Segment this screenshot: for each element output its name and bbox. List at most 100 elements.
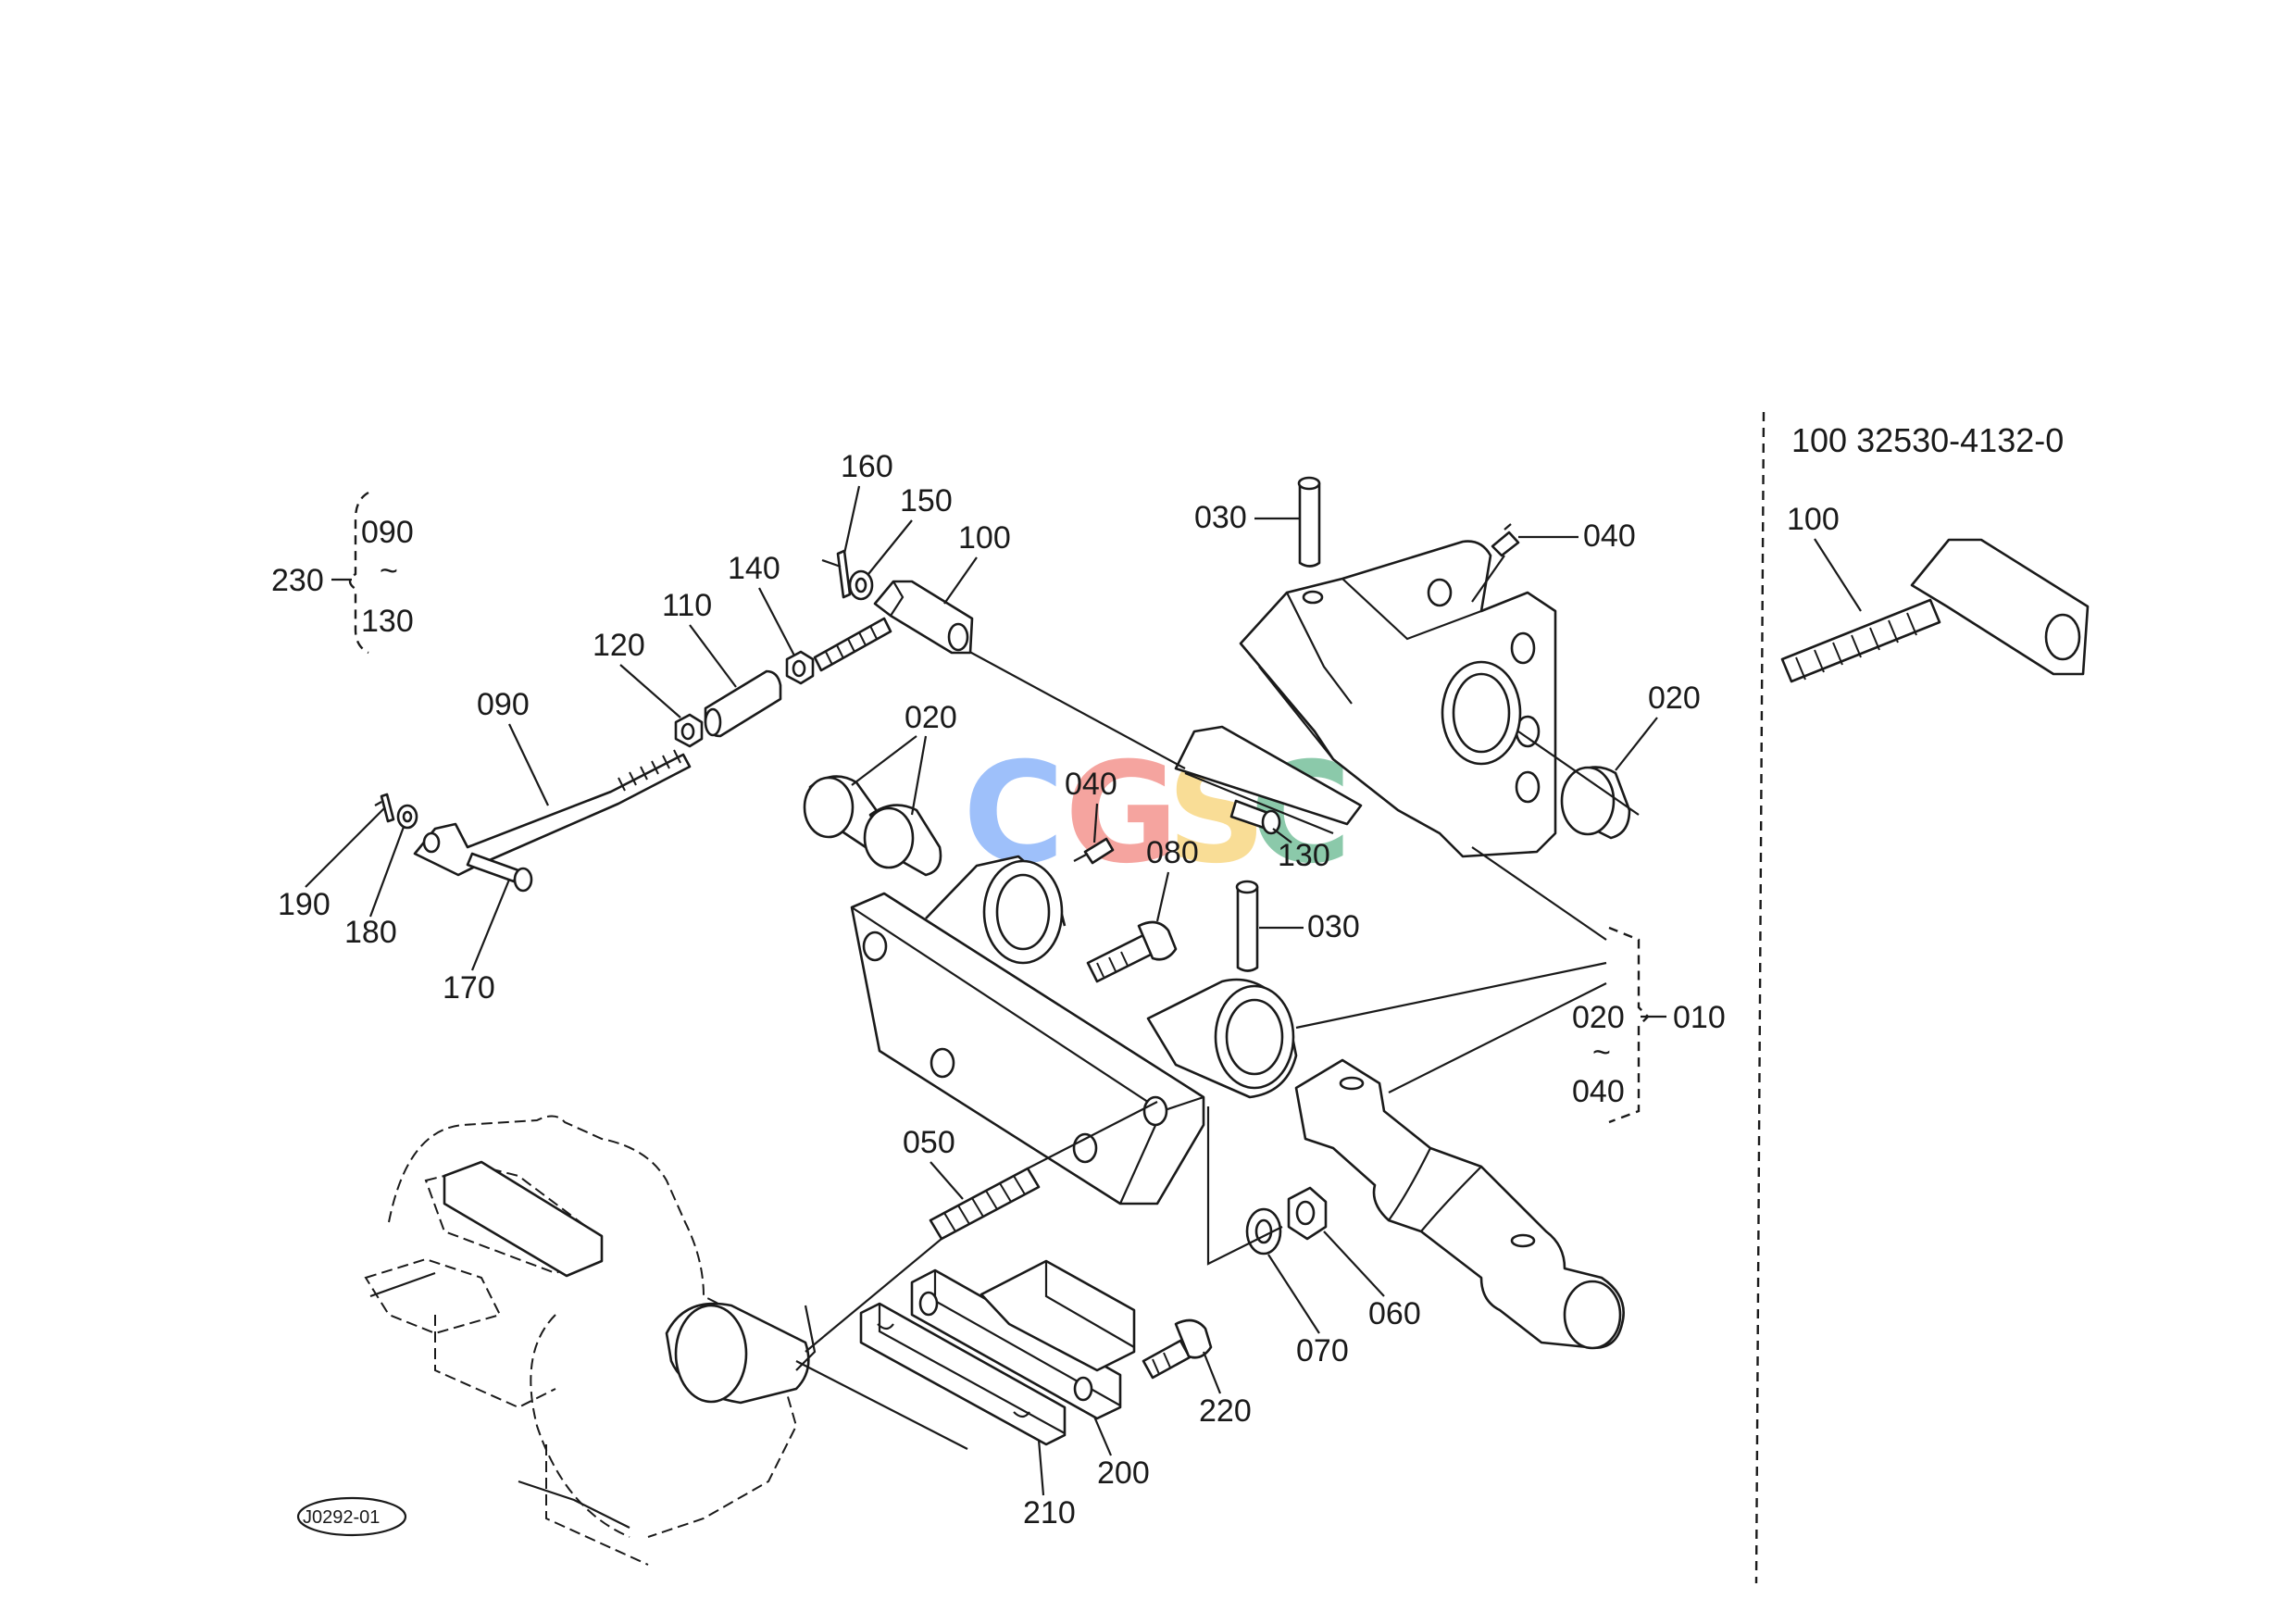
nut-120 (674, 713, 704, 748)
callout-020-right: 020 (1648, 681, 1701, 716)
stud-050 (929, 1167, 1041, 1241)
leader-040-center (1092, 803, 1099, 843)
callout-210: 210 (1023, 1495, 1076, 1530)
callout-060: 060 (1368, 1296, 1421, 1331)
bolt-220 (1142, 1318, 1213, 1380)
callout-230: 230 (271, 563, 324, 598)
pin-130 (1229, 799, 1281, 835)
callout-090-range: 090 (361, 515, 414, 550)
leader-020-left-1 (851, 735, 917, 786)
callout-190: 190 (278, 887, 331, 922)
link-050-to-plate (1027, 1101, 1158, 1169)
callout-200: 200 (1097, 1455, 1150, 1491)
bushing-020-right (1560, 766, 1631, 840)
leader-070 (1267, 1254, 1320, 1334)
leader-020-right (1615, 717, 1658, 771)
leader-140 (758, 587, 795, 656)
callout-150: 150 (900, 483, 953, 518)
lift-arm-lower (1146, 978, 1625, 1350)
cotter-pin-190 (374, 793, 395, 823)
grease-fitting-040-center (1073, 837, 1115, 865)
callout-080: 080 (1146, 835, 1199, 870)
callout-180: 180 (344, 915, 397, 950)
callout-110: 110 (662, 588, 712, 623)
leader-210 (1037, 1439, 1045, 1496)
leader-130 (1272, 828, 1292, 843)
callout-070: 070 (1296, 1333, 1349, 1368)
arm-bracket-upper (1174, 540, 1557, 858)
leader-010-b (1295, 961, 1607, 1030)
leader-110 (689, 624, 737, 688)
callout-040-range: 040 (1572, 1074, 1625, 1109)
callout-130-range: 130 (361, 604, 414, 639)
callout-040-center: 040 (1065, 767, 1117, 802)
leader-190 (305, 806, 386, 888)
leader-040-right-drop (1471, 555, 1505, 603)
nut-140 (785, 650, 815, 685)
callout-140: 140 (728, 551, 780, 586)
range-tilde-010: ~ (1592, 1035, 1611, 1070)
leader-100 (943, 556, 978, 605)
callout-010: 010 (1673, 1000, 1726, 1035)
bolt-080 (1086, 920, 1178, 983)
leader-200 (1092, 1416, 1113, 1456)
callout-160: 160 (841, 449, 893, 484)
leader-150 (867, 519, 913, 575)
grease-fitting-040-right (1491, 523, 1520, 557)
rod-090 (413, 749, 692, 877)
leader-180 (368, 826, 406, 918)
sleeve-110 (704, 669, 782, 738)
lever-100 (873, 580, 974, 655)
bracket-070-060 (1206, 1106, 1283, 1266)
leader-220 (1202, 1351, 1222, 1394)
drawing-code: J0292-01 (303, 1507, 380, 1528)
watermark-letter-g: G (1065, 733, 1179, 894)
tractor-housing (364, 1115, 817, 1566)
pin-030-upper (1297, 476, 1321, 568)
detail-header: 100 32530-4132-0 (1791, 421, 2064, 459)
bushing-020-left-1 (803, 775, 882, 849)
callout-030-lower: 030 (1307, 909, 1360, 944)
callout-100: 100 (958, 520, 1011, 556)
nut-060 (1287, 1186, 1328, 1241)
callout-130: 130 (1278, 838, 1330, 873)
callout-090: 090 (477, 687, 530, 722)
leader-120 (619, 664, 681, 718)
callout-170: 170 (443, 970, 495, 1006)
cotter-pin-160 (821, 549, 852, 599)
leader-020-left-2 (910, 735, 928, 816)
leader-090 (508, 723, 549, 806)
range-tilde-230: ~ (380, 554, 398, 589)
leader-160 (842, 485, 861, 555)
pin-030-lower (1235, 880, 1259, 972)
link-050-to-housing (805, 1238, 942, 1353)
axis-line-020-right (1517, 731, 1640, 816)
link-100-to-arm (962, 647, 1186, 769)
leader-010-c (1388, 982, 1607, 1093)
callout-020-left: 020 (905, 700, 957, 735)
threaded-end-100 (813, 617, 892, 672)
lever-100-detail (1780, 538, 2090, 683)
leader-170 (470, 879, 511, 971)
washer-150 (848, 569, 874, 601)
callout-040-right: 040 (1583, 518, 1636, 554)
callout-220: 220 (1199, 1393, 1252, 1429)
leader-080 (1155, 871, 1170, 922)
callout-020-range: 020 (1572, 1000, 1625, 1035)
pin-170 (466, 852, 533, 893)
callout-100-detail: 100 (1787, 502, 1840, 537)
callout-030-upper: 030 (1194, 500, 1247, 535)
drawing-code-frame (296, 1496, 407, 1537)
washer-070 (1245, 1207, 1282, 1255)
washer-180 (396, 804, 418, 830)
detail-divider (1754, 411, 1766, 1584)
bushing-020-left-2 (863, 804, 942, 877)
plate-210 (859, 1302, 1067, 1446)
link-210-to-housing (795, 1360, 968, 1450)
leader-050 (930, 1161, 964, 1200)
leader-010-a (1471, 846, 1607, 941)
callout-120: 120 (593, 628, 645, 663)
group-bracket-230 (331, 491, 369, 655)
callout-050: 050 (903, 1125, 955, 1160)
